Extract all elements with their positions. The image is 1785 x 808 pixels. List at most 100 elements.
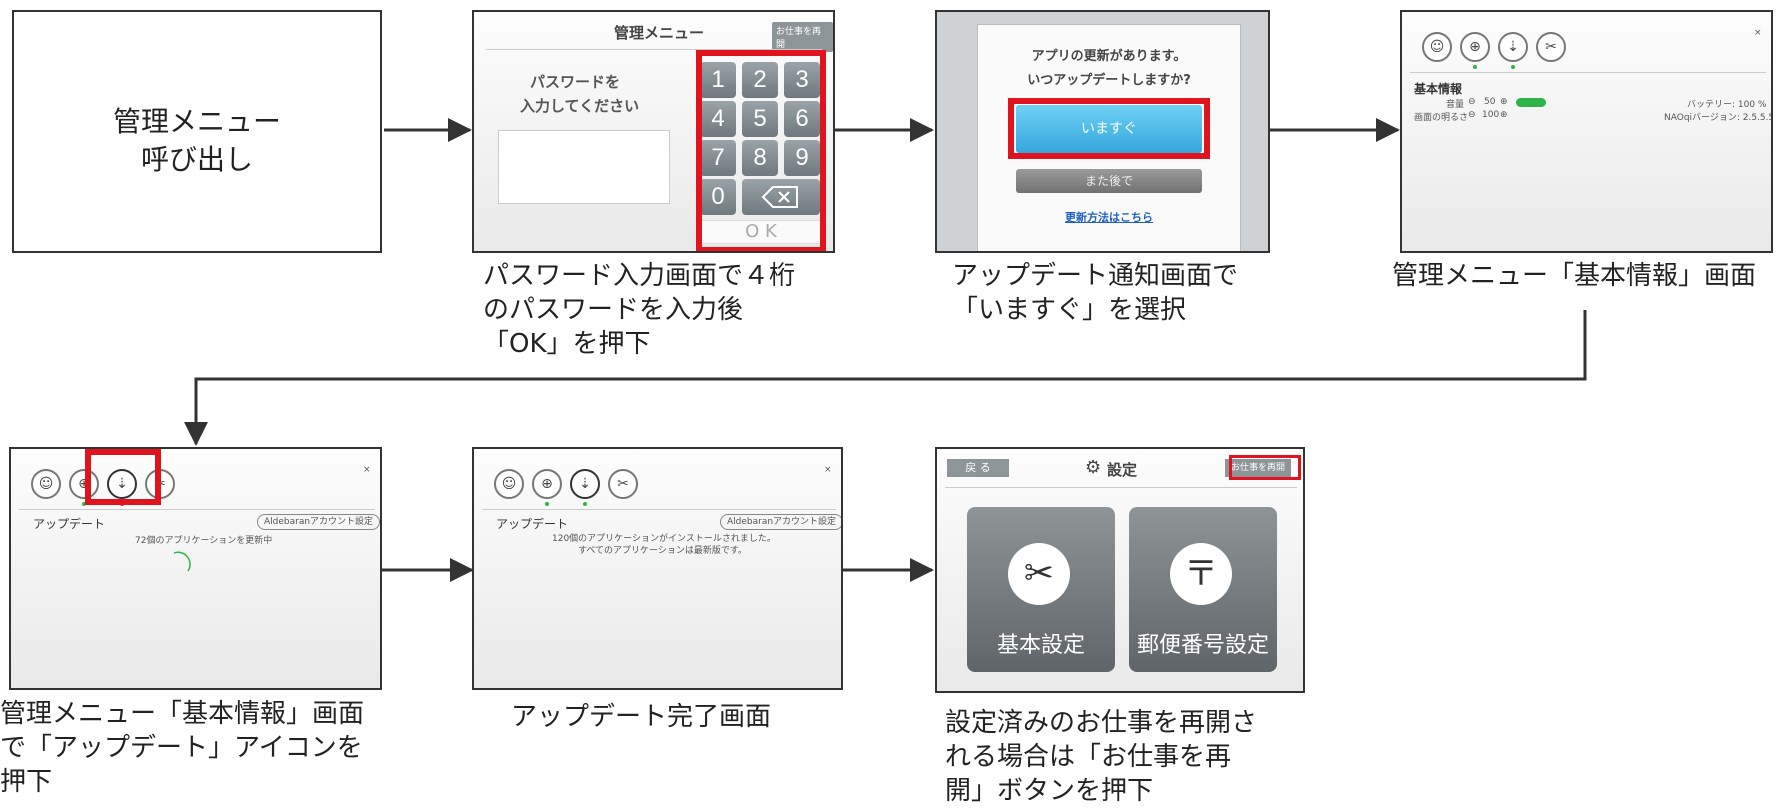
step6-section-title: アップデート: [496, 517, 569, 531]
step3-caption: アップデート通知画面で 「いますぐ」を選択: [952, 261, 1239, 325]
tools-icon[interactable]: ✂: [1536, 32, 1566, 62]
brightness-plus[interactable]: ⊕: [1500, 110, 1508, 120]
brightness-value: 100: [1482, 110, 1500, 120]
step6-update-complete-screen: ☺ ⊕ ⇣ ✂ × アップデート Aldebaranアカウント設定 120個のア…: [472, 447, 843, 690]
tools-icon: ✂: [1008, 543, 1070, 605]
step2-caption: パスワード入力画面で４桁 のパスワードを入力後 「OK」を押下: [483, 261, 796, 359]
postal-code-settings-label: 郵便番号設定: [1136, 633, 1269, 658]
update-status-dot: [583, 502, 587, 506]
tools-icon[interactable]: ✂: [608, 469, 638, 499]
step5-update-screen: ☺ ⊕ ⇣ ✂ × アップデート Aldebaranアカウント設定 72個のアプ…: [9, 447, 382, 690]
key-3[interactable]: 3: [784, 62, 820, 98]
basic-settings-tile[interactable]: ✂ 基本設定: [967, 507, 1115, 672]
step6-divider: [482, 509, 836, 510]
gear-icon: ⚙: [1085, 457, 1102, 478]
version-text: NAOqiバージョン: 2.5.5.5: [1664, 113, 1773, 123]
update-later-button[interactable]: また後で: [1016, 169, 1202, 193]
key-6[interactable]: 6: [784, 101, 820, 137]
volume-label: 音量: [1446, 100, 1465, 110]
volume-value: 50: [1484, 97, 1496, 107]
resume-work-button[interactable]: お仕事を再開: [1225, 459, 1291, 477]
close-icon[interactable]: ×: [824, 465, 832, 475]
robot-icon[interactable]: ☺: [1422, 32, 1452, 62]
step3-dialog: アプリの更新があります。 いつアップデートしますか? いますぐ また後で 更新方…: [977, 24, 1241, 251]
arrow-4-5: [184, 310, 1587, 446]
step2-password-screen: 管理メニュー お仕事を再開 パスワードを 入力してください 1 2 3 4 5 …: [472, 10, 835, 253]
keypad-highlight: [696, 50, 826, 251]
globe-status-dot: [545, 502, 549, 506]
step1-box: 管理メニュー 呼び出し: [12, 10, 382, 253]
volume-plus[interactable]: ⊕: [1500, 97, 1508, 107]
step5-caption: 管理メニュー「基本情報」画面 で「アップデート」アイコンを 押下: [0, 699, 365, 797]
brightness-label: 画面の明るさ: [1414, 113, 1469, 123]
key-0[interactable]: 0: [700, 179, 736, 215]
step5-section-title: アップデート: [33, 517, 106, 531]
close-icon[interactable]: ×: [363, 465, 371, 475]
keypad: 1 2 3 4 5 6 7 8 9 0 O K: [694, 56, 828, 246]
ok-button[interactable]: O K: [700, 220, 822, 244]
key-8[interactable]: 8: [742, 140, 778, 176]
update-icon[interactable]: ⇣: [107, 469, 137, 499]
key-9[interactable]: 9: [784, 140, 820, 176]
update-icon-highlight: [85, 449, 161, 505]
step6-status-line1: 120個のアプリケーションがインストールされました。: [552, 534, 776, 544]
globe-icon[interactable]: ⊕: [69, 469, 99, 499]
volume-minus[interactable]: ⊖: [1468, 97, 1476, 107]
step2-prompt-line1: パスワードを: [530, 73, 621, 91]
loading-spinner-icon: [173, 551, 191, 572]
globe-icon[interactable]: ⊕: [532, 469, 562, 499]
step4-basic-info-screen: ☺ ⊕ ⇣ ✂ × 基本情報 音量 ⊖ 50 ⊕ 画面の明るさ ⊖ 100 ⊕ …: [1400, 10, 1773, 253]
step3-update-dialog-screen: アプリの更新があります。 いつアップデートしますか? いますぐ また後で 更新方…: [935, 10, 1270, 253]
account-settings-button[interactable]: Aldebaranアカウント設定: [720, 514, 841, 530]
backspace-key[interactable]: [742, 179, 820, 215]
step3-message-line2: いつアップデートしますか?: [1027, 73, 1191, 88]
brightness-minus[interactable]: ⊖: [1468, 110, 1476, 120]
backspace-icon: [761, 186, 798, 208]
key-1[interactable]: 1: [700, 62, 736, 98]
password-input[interactable]: [498, 130, 670, 204]
basic-settings-label: 基本設定: [996, 633, 1085, 658]
globe-icon[interactable]: ⊕: [1460, 32, 1490, 62]
key-5[interactable]: 5: [742, 101, 778, 137]
step5-divider: [19, 509, 375, 510]
globe-status-dot: [82, 502, 86, 506]
step1-title-line1: 管理メニュー: [112, 105, 281, 138]
robot-icon[interactable]: ☺: [31, 469, 61, 499]
step4-section-title: 基本情報: [1414, 82, 1463, 96]
step2-resume-button[interactable]: お仕事を再開: [772, 22, 833, 52]
battery-text: バッテリー: 100 %: [1687, 100, 1767, 110]
now-button-highlight: [1008, 98, 1210, 159]
step2-prompt-line2: 入力してください: [520, 97, 640, 115]
key-7[interactable]: 7: [700, 140, 736, 176]
step7-settings-screen: 戻 る ⚙ 設定 お仕事を再開 ✂ 基本設定 〒 郵便番号設定: [935, 447, 1305, 693]
step7-divider: [945, 487, 1297, 488]
step4-divider: [1410, 72, 1766, 73]
close-icon[interactable]: ×: [1754, 28, 1762, 38]
account-settings-button[interactable]: Aldebaranアカウント設定: [257, 514, 380, 530]
step5-status-text: 72個のアプリケーションを更新中: [135, 536, 273, 546]
step4-caption: 管理メニュー「基本情報」画面: [1392, 261, 1757, 291]
update-now-button[interactable]: いますぐ: [1016, 105, 1202, 153]
step6-caption: アップデート完了画面: [511, 702, 772, 732]
update-status-dot: [1511, 65, 1515, 69]
step6-status-line2: すべてのアプリケーションは最新版です。: [578, 546, 747, 556]
back-button[interactable]: 戻 る: [947, 459, 1009, 477]
step3-message-line1: アプリの更新があります。: [1031, 49, 1187, 64]
postal-code-settings-tile[interactable]: 〒 郵便番号設定: [1129, 507, 1277, 672]
update-icon[interactable]: ⇣: [1498, 32, 1528, 62]
key-4[interactable]: 4: [700, 101, 736, 137]
step2-header-title: 管理メニュー: [614, 24, 705, 42]
postal-box-icon: 〒: [1170, 543, 1232, 605]
globe-status-dot: [1473, 65, 1477, 69]
update-howto-link[interactable]: 更新方法はこちら: [1065, 211, 1153, 224]
resume-button-highlight: [1229, 455, 1301, 480]
step7-caption: 設定済みのお仕事を再開さ れる場合は「お仕事を再 開」ボタンを押下: [945, 708, 1258, 806]
step2-divider: [486, 49, 822, 50]
toggle-switch[interactable]: [1516, 98, 1546, 107]
update-icon[interactable]: ⇣: [570, 469, 600, 499]
key-2[interactable]: 2: [742, 62, 778, 98]
robot-icon[interactable]: ☺: [494, 469, 524, 499]
step7-header-title: 設定: [1107, 461, 1138, 479]
step1-title-line2: 呼び出し: [140, 143, 253, 176]
